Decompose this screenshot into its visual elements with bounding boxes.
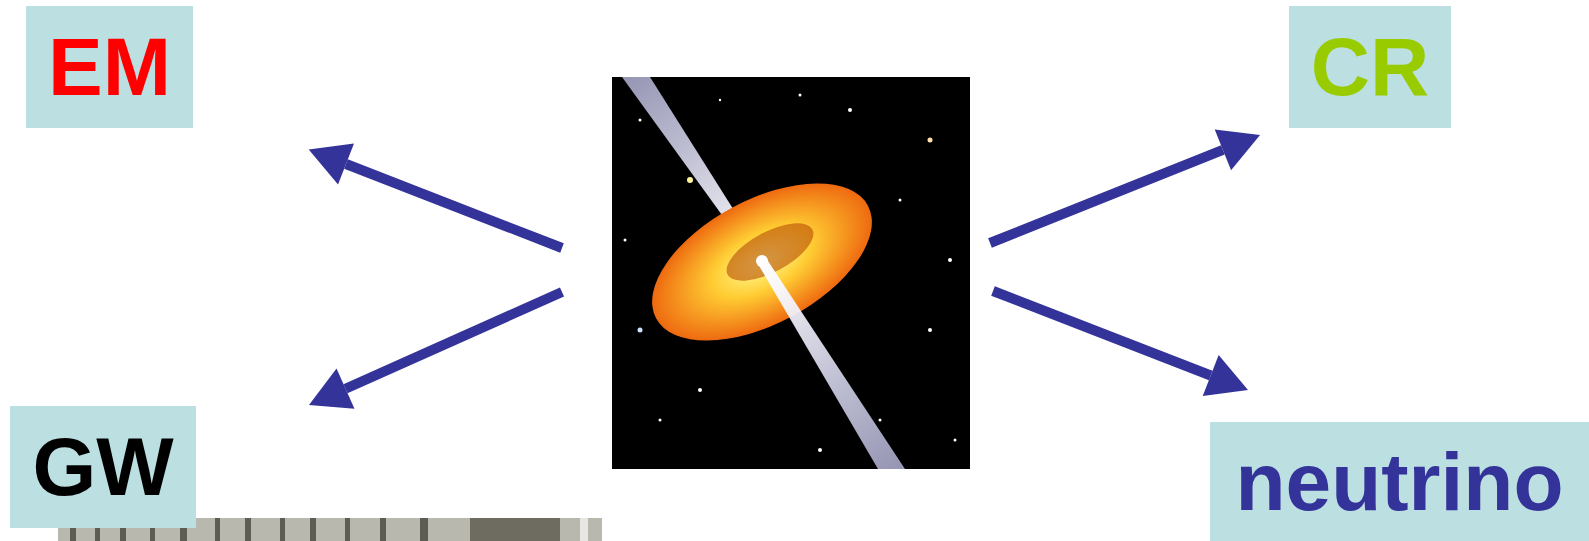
- message-box: CR: [1289, 6, 1451, 128]
- message-box: GW: [10, 406, 196, 528]
- arrow: [993, 291, 1211, 376]
- messenger-label: EM: [48, 26, 171, 108]
- messenger-label: neutrino: [1236, 441, 1564, 523]
- messenger-label: GW: [32, 426, 173, 508]
- arrow: [990, 150, 1223, 243]
- arrow: [346, 164, 562, 248]
- messenger-label: CR: [1311, 26, 1429, 108]
- arrow: [346, 292, 563, 389]
- message-box: neutrino: [1210, 422, 1589, 541]
- message-box: EM: [26, 6, 193, 128]
- accretion-disk-picture: [612, 77, 970, 469]
